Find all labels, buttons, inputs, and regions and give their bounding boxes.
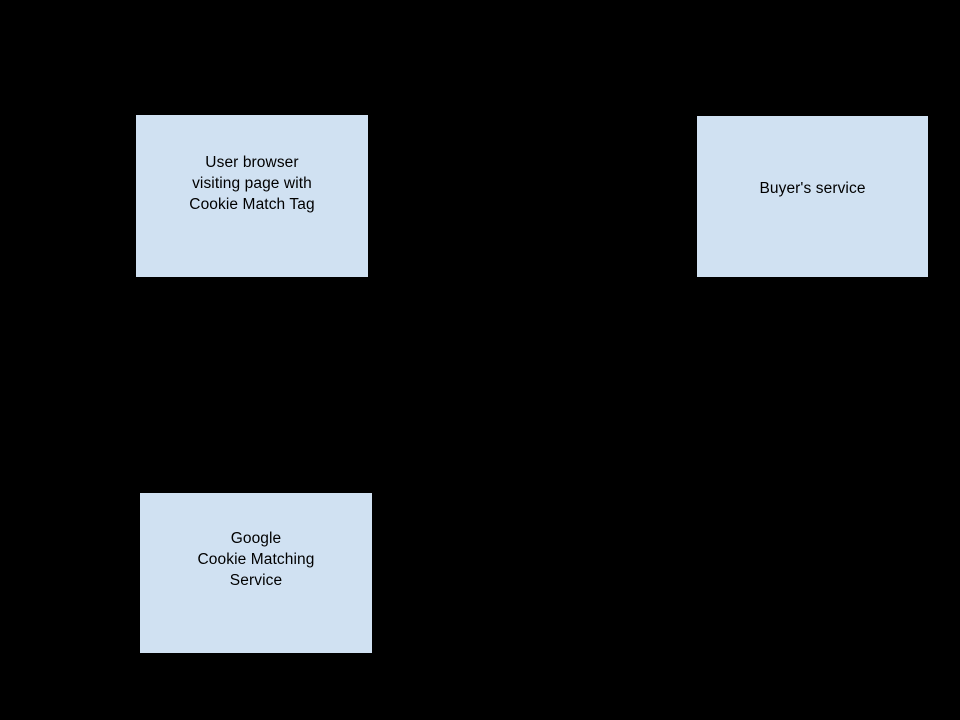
diagram-node-user-browser-label: User browser visiting page with Cookie M… <box>189 153 315 213</box>
diagram-node-user-browser[interactable]: User browser visiting page with Cookie M… <box>136 115 368 277</box>
diagram-node-buyers-service[interactable]: Buyer's service <box>697 116 928 277</box>
diagram-node-buyers-service-label: Buyer's service <box>759 180 866 197</box>
diagram-node-google-cookie-matching-service-label: Google Cookie Matching Service <box>197 529 315 589</box>
diagram-node-google-cookie-matching-service[interactable]: Google Cookie Matching Service <box>140 493 372 653</box>
